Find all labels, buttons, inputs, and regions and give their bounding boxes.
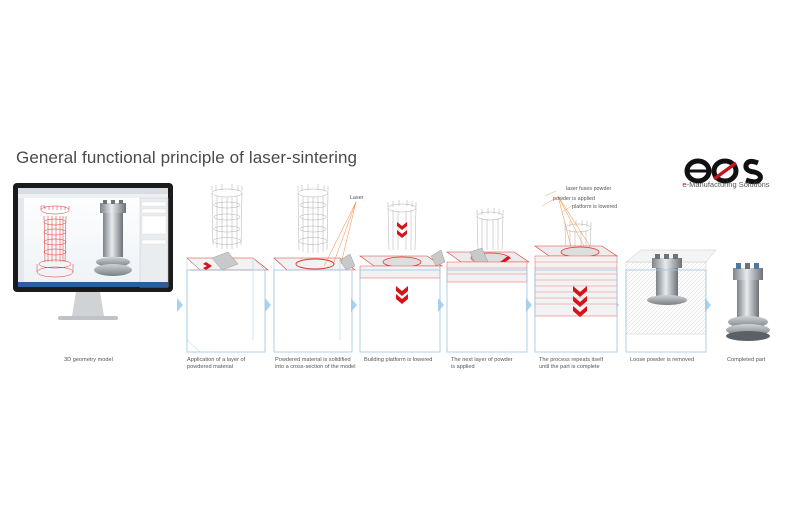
tagline-prefix: e <box>682 180 687 189</box>
caption-step-6: The process repeats itself until the par… <box>539 357 604 370</box>
caption-step-3: Powdered material is solidified into a c… <box>275 357 356 370</box>
annotation-platform-lowered: platform is lowered <box>572 204 618 210</box>
step-6-graphic <box>534 195 618 353</box>
caption-step-1: 3D geometry model <box>64 357 113 363</box>
caption-step-2: Application of a layer of powdered mater… <box>187 357 246 370</box>
brand-tagline: e-Manufacturing Solutions <box>676 180 776 189</box>
wireframe-rook <box>36 205 74 278</box>
annotation-laser: Laser <box>350 195 364 201</box>
caption-step-8: Completed part <box>727 357 766 363</box>
step-7-graphic <box>625 249 717 353</box>
annotation-powder-applied: powder is applied <box>553 196 595 202</box>
annotation-laser-fuses: laser fuses powder <box>566 186 612 192</box>
eos-logo <box>684 158 763 185</box>
step-2-graphic <box>186 184 269 353</box>
step-4-graphic <box>359 200 446 353</box>
solid-rook <box>94 200 132 276</box>
caption-step-7: Loose powder is removed <box>630 357 695 363</box>
completed-part <box>726 263 770 341</box>
page-title: General functional principle of laser-si… <box>16 148 358 167</box>
caption-step-4: Building platform is lowered <box>364 357 433 363</box>
tagline-rest: -Manufacturing Solutions <box>686 180 770 189</box>
step-5-graphic <box>446 208 530 353</box>
monitor <box>13 183 173 320</box>
annotation-leaders <box>541 190 574 213</box>
caption-step-5: The next layer of powder is applied <box>451 357 513 370</box>
step-3-graphic <box>273 184 357 353</box>
